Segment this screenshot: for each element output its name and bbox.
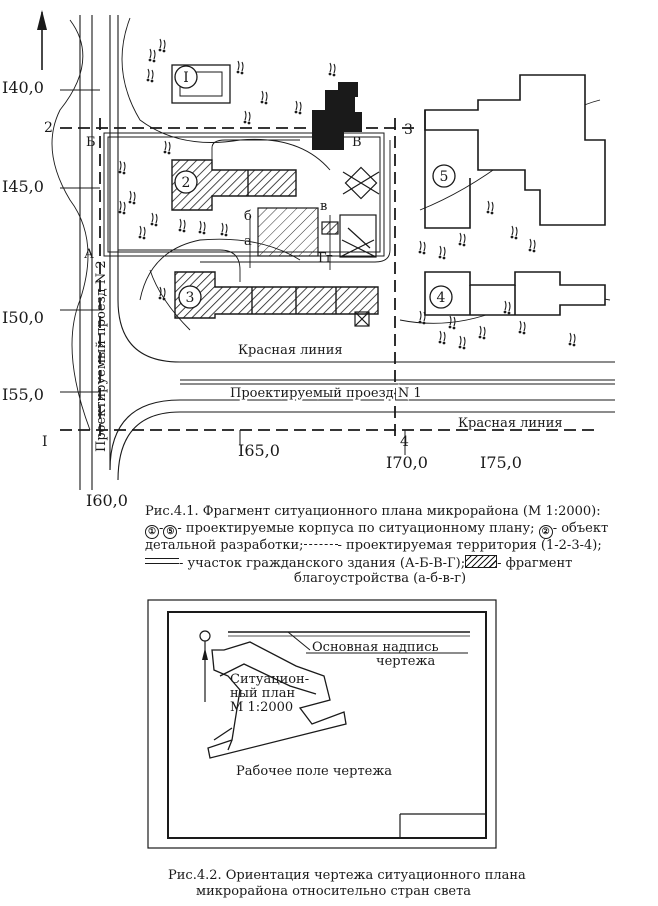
- caption-text-2: - объект: [552, 521, 609, 536]
- grid-label-x3: I70,0: [386, 453, 428, 472]
- building-number-1: I: [174, 65, 198, 89]
- hatch-legend-icon: [465, 555, 498, 568]
- svg-text:3: 3: [186, 290, 195, 306]
- svg-text:5: 5: [440, 169, 449, 185]
- grid-label-y3: I50,0: [2, 308, 44, 327]
- plan-label-3: М 1:2000: [230, 700, 293, 715]
- grid-label-x2: I65,0: [238, 441, 280, 460]
- figure-4-2-caption-line-1: Рис.4.2. Ориентация чертежа ситуационног…: [168, 868, 526, 883]
- building-5: [424, 74, 606, 229]
- building-3: [174, 271, 379, 319]
- svg-text:2: 2: [182, 175, 191, 191]
- double-line-legend-icon: [145, 558, 179, 564]
- figure-4-1-caption-line-4: - участок гражданского здания (А-Б-В-Г);…: [145, 555, 572, 572]
- title-block-label-2: чертежа: [376, 654, 435, 669]
- plot-corner-v: В: [352, 135, 362, 150]
- plan-label-2: ный план: [230, 686, 295, 701]
- work-field-label: Рабочее поле чертежа: [236, 764, 392, 779]
- plot-corner-a: А: [84, 247, 94, 262]
- grid-ticks: [60, 89, 406, 455]
- building-number-2: 2: [174, 170, 198, 194]
- sheet-north-arrow-icon: [199, 630, 211, 702]
- existing-buildings: [312, 82, 362, 150]
- building-range-start-icon: ①: [145, 525, 159, 539]
- caption-text-5: - участок гражданского здания (А-Б-В-Г);: [179, 556, 466, 571]
- building-number-4: 4: [429, 285, 453, 309]
- grid-label-y4: I55,0: [2, 385, 44, 404]
- red-line-label-1: Красная линия: [238, 343, 343, 358]
- figure-4-1-caption-line-2: ①-⑤- проектируемые корпуса по ситуационн…: [145, 521, 608, 539]
- frag-corner-a: а: [244, 234, 252, 249]
- building-2: [171, 159, 297, 211]
- figure-4-1-plan: [37, 10, 615, 490]
- grid-label-y2: I45,0: [2, 177, 44, 196]
- corner-2: 2: [44, 120, 53, 136]
- corner-4: 4: [400, 434, 409, 450]
- grid-label-x4: I75,0: [480, 453, 522, 472]
- dashed-line-legend-icon: [303, 544, 338, 545]
- caption-text-3: детальной разработки;: [145, 538, 304, 553]
- mini-site-plan: [207, 641, 347, 759]
- frag-corner-v: в: [320, 199, 327, 214]
- corner-3: 3: [404, 122, 413, 138]
- civil-plot-boundary: [103, 132, 385, 257]
- title-block-label-1: Основная надпись: [312, 640, 439, 655]
- corner-1: I: [42, 434, 48, 450]
- red-line-label-2: Красная линия: [458, 416, 563, 431]
- figure-4-1-caption-line-5: благоустройства (а-б-в-г): [294, 571, 467, 586]
- plan-label-1: Ситуацион-: [230, 672, 309, 687]
- building-range-end-icon: ⑤: [163, 525, 178, 539]
- road-n2-label: Проектируемый проезд N 2: [94, 260, 109, 452]
- inner-paths: [118, 139, 391, 282]
- figure-4-2-labels: Основная надпись чертежа Ситуацион- ный …: [230, 640, 439, 779]
- frag-corner-g: г: [326, 251, 333, 266]
- figure-4-1-labels: I40,0 I45,0 I50,0 I55,0 I60,0 I65,0 I70,…: [2, 65, 563, 510]
- caption-text-4: - проектируемая территория (1-2-3-4);: [337, 538, 602, 553]
- building-number-3: 3: [178, 285, 202, 309]
- grid-label-x1: I60,0: [86, 491, 128, 510]
- building-4: [424, 271, 606, 316]
- north-arrow-icon: [37, 10, 47, 70]
- svg-text:4: 4: [437, 290, 446, 306]
- building-number-5: 5: [432, 164, 456, 188]
- caption-text: - проектируемые корпуса по ситуационному…: [177, 521, 535, 536]
- detailed-object-icon: ②: [538, 525, 553, 539]
- figure-4-2-sheet: [147, 599, 497, 849]
- caption-dash: -: [159, 521, 164, 536]
- plot-corner-g: Г: [318, 251, 327, 266]
- road-n1-label: Проектируемый проезд N 1: [230, 386, 422, 401]
- grid-label-y1: I40,0: [2, 78, 44, 97]
- figure-4-1-caption-line-3: детальной разработки; - проектируемая тер…: [145, 538, 602, 554]
- landscaping-fragment: [257, 207, 319, 257]
- plot-corner-b: Б: [86, 135, 96, 150]
- caption-text-6: - фрагмент: [497, 556, 573, 571]
- figure-4-2-caption-line-2: микрорайона относительно стран света: [196, 884, 472, 899]
- svg-text:I: I: [183, 70, 189, 86]
- figure-4-1-caption-line-1: Рис.4.1. Фрагмент ситуационного плана ми…: [145, 504, 601, 519]
- frag-corner-b: б: [244, 209, 252, 224]
